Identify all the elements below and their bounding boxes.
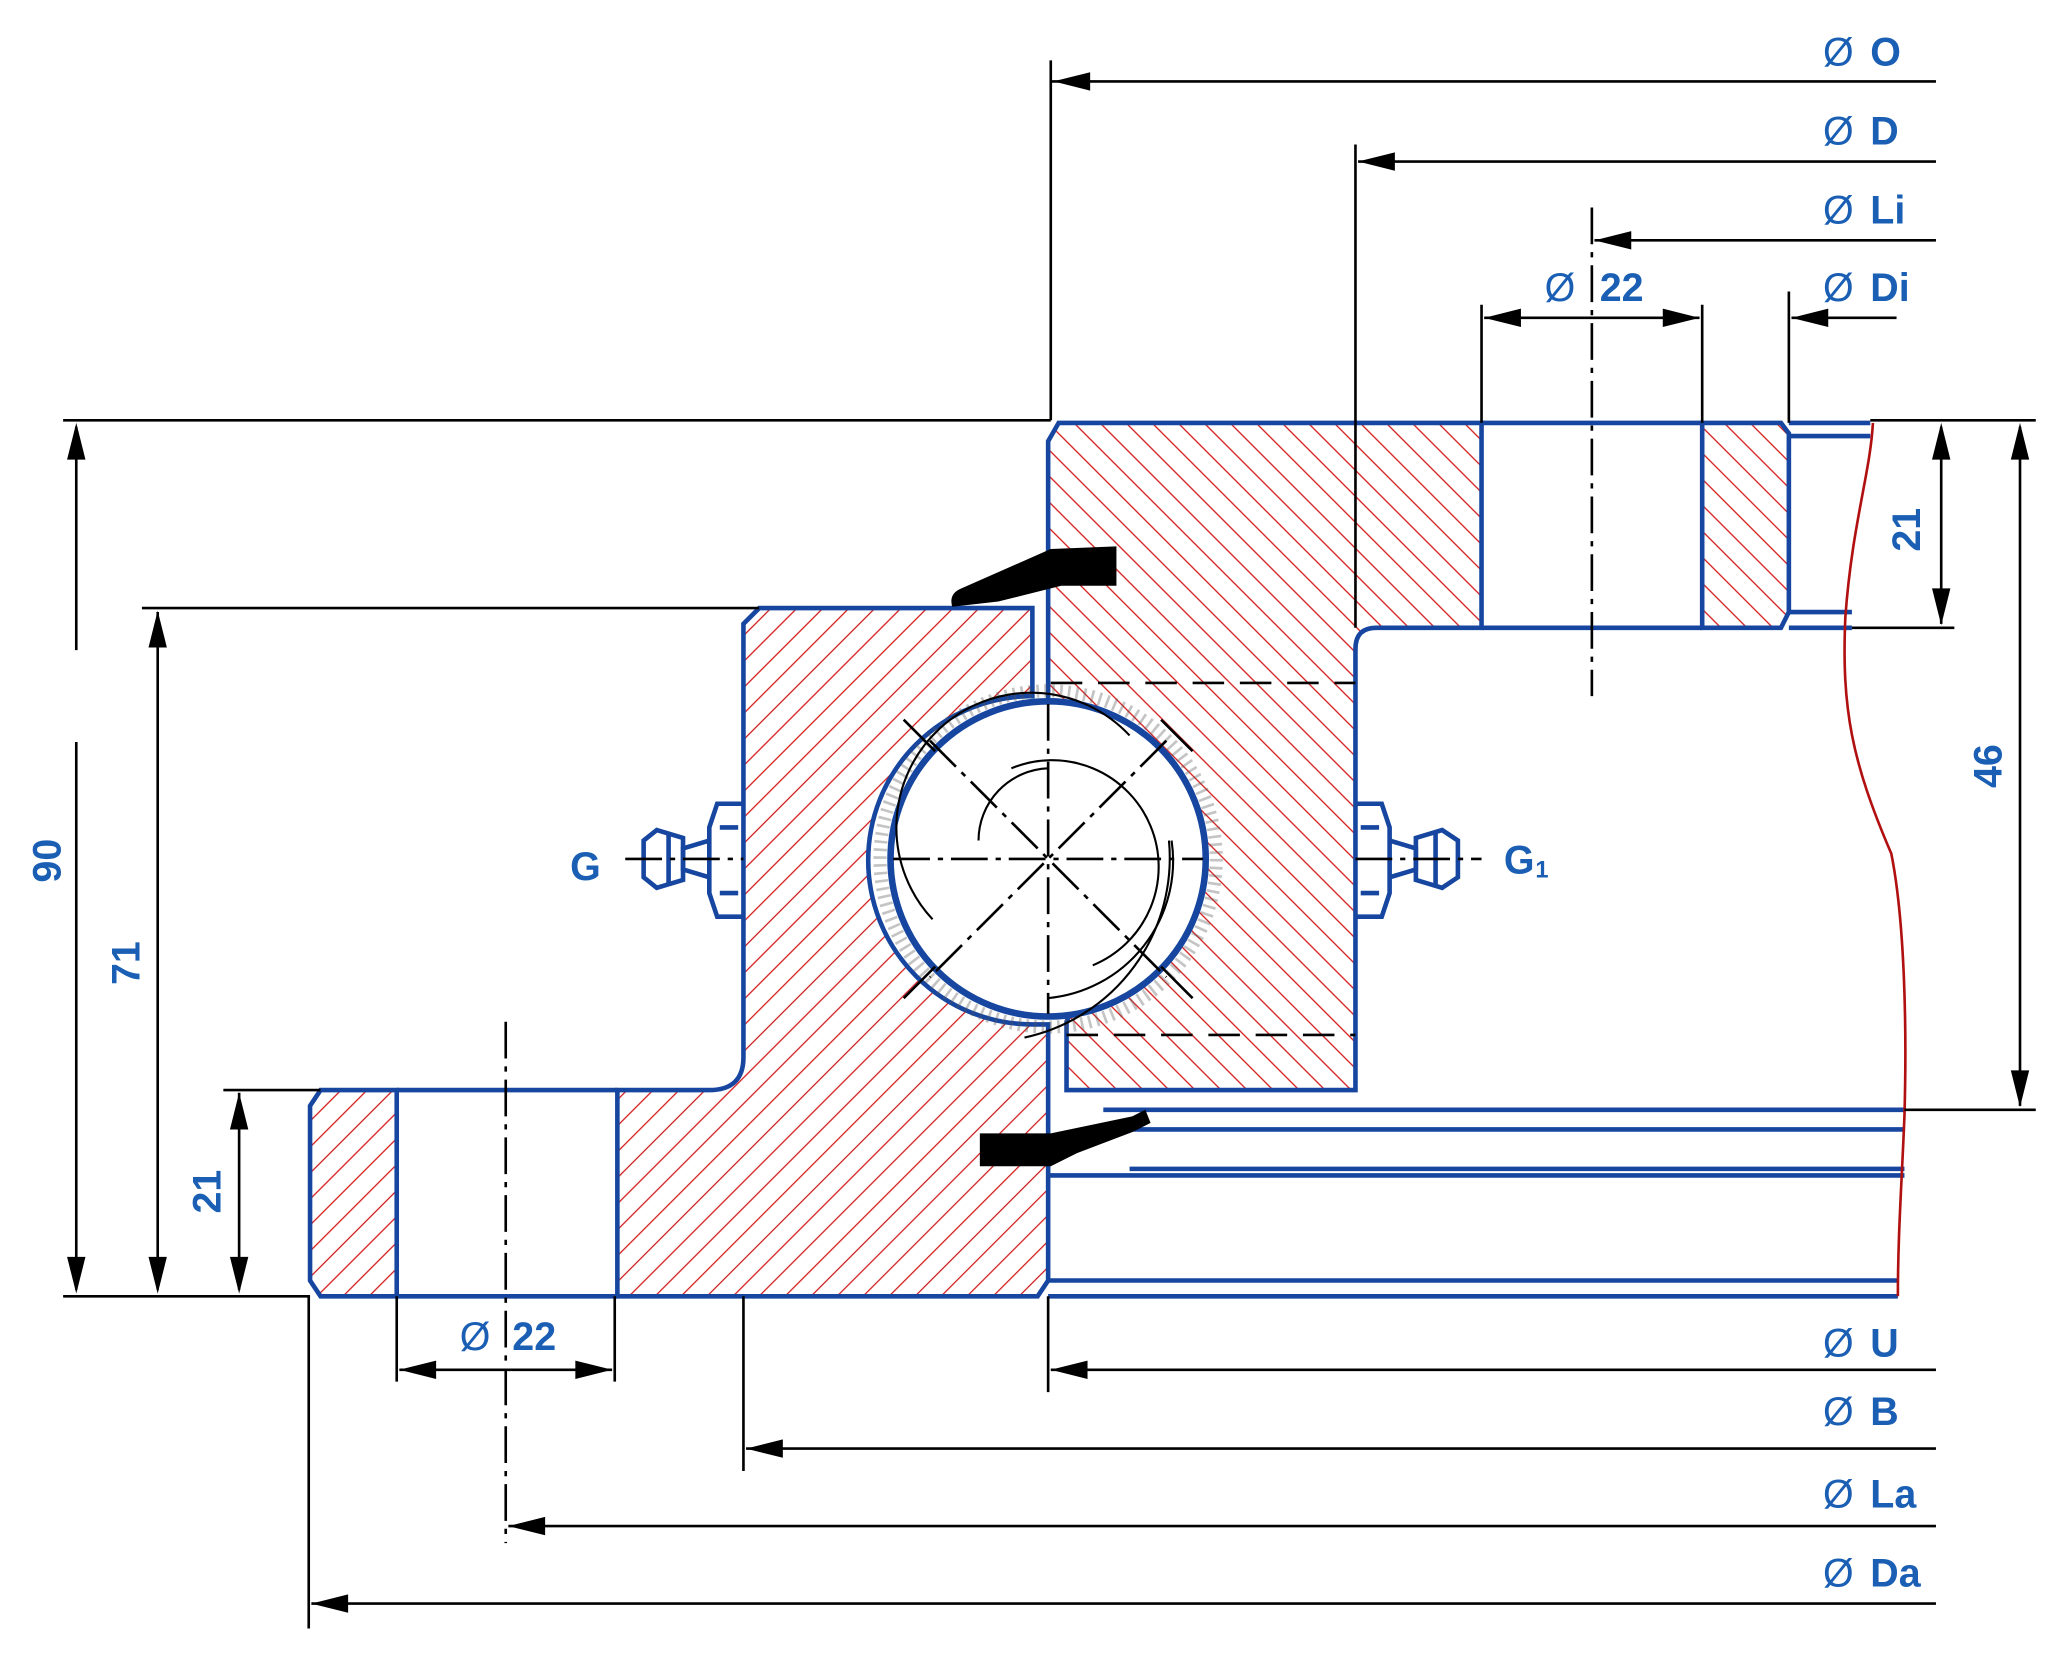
label-outer-hole-diameter: 22 [512,1315,556,1359]
label-grease-nipple-G1: G [1504,838,1535,882]
label-inner-hole-diameter: 22 [1600,266,1644,310]
dimension-lines [63,60,2036,1629]
lower-seal [979,1109,1151,1167]
grease-nipple-labels: G G 1 [570,838,1548,889]
diameter-symbol: Ø [460,1315,491,1359]
top-diameter-labels: Ø O Ø D Ø Li Ø Di Ø 22 [1545,31,1910,310]
grease-nipple-left [625,801,744,920]
diameter-symbol: Ø [1545,266,1576,310]
label-diameter-U: U [1870,1322,1898,1366]
outer-ring [307,605,1905,1299]
grease-nipple-right [1355,801,1482,920]
label-total-height: 90 [26,839,70,883]
diameter-symbol: Ø [1823,1552,1854,1596]
label-grease-nipple-G: G [570,845,601,889]
diameter-symbol: Ø [1823,109,1854,153]
height-labels: 90 71 21 21 46 [26,508,2011,1214]
diameter-symbol: Ø [1823,188,1854,232]
break-line [1843,422,1907,1297]
label-diameter-D: D [1870,109,1898,153]
diameter-symbol: Ø [1823,31,1854,75]
label-diameter-Li: Li [1870,188,1905,232]
label-outer-ring-height: 71 [104,941,148,985]
diameter-symbol: Ø [1823,266,1854,310]
label-outer-flange-thickness: 21 [186,1170,230,1214]
label-diameter-B: B [1870,1390,1898,1434]
label-diameter-Di: Di [1870,266,1909,310]
diameter-symbol: Ø [1823,1390,1854,1434]
ball [873,684,1223,1039]
upper-seal [951,546,1117,607]
label-grease-nipple-G1-subscript: 1 [1535,857,1548,883]
label-diameter-Da: Da [1870,1552,1921,1596]
diameter-symbol: Ø [1823,1473,1854,1517]
diameter-symbol: Ø [1823,1322,1854,1366]
label-diameter-O: O [1870,31,1901,75]
label-inner-ring-height: 46 [1967,744,2011,788]
label-inner-flange-thickness: 21 [1885,508,1929,552]
label-diameter-La: La [1870,1473,1917,1517]
bottom-diameter-labels: Ø U Ø B Ø La Ø Da Ø 22 [460,1315,1922,1595]
